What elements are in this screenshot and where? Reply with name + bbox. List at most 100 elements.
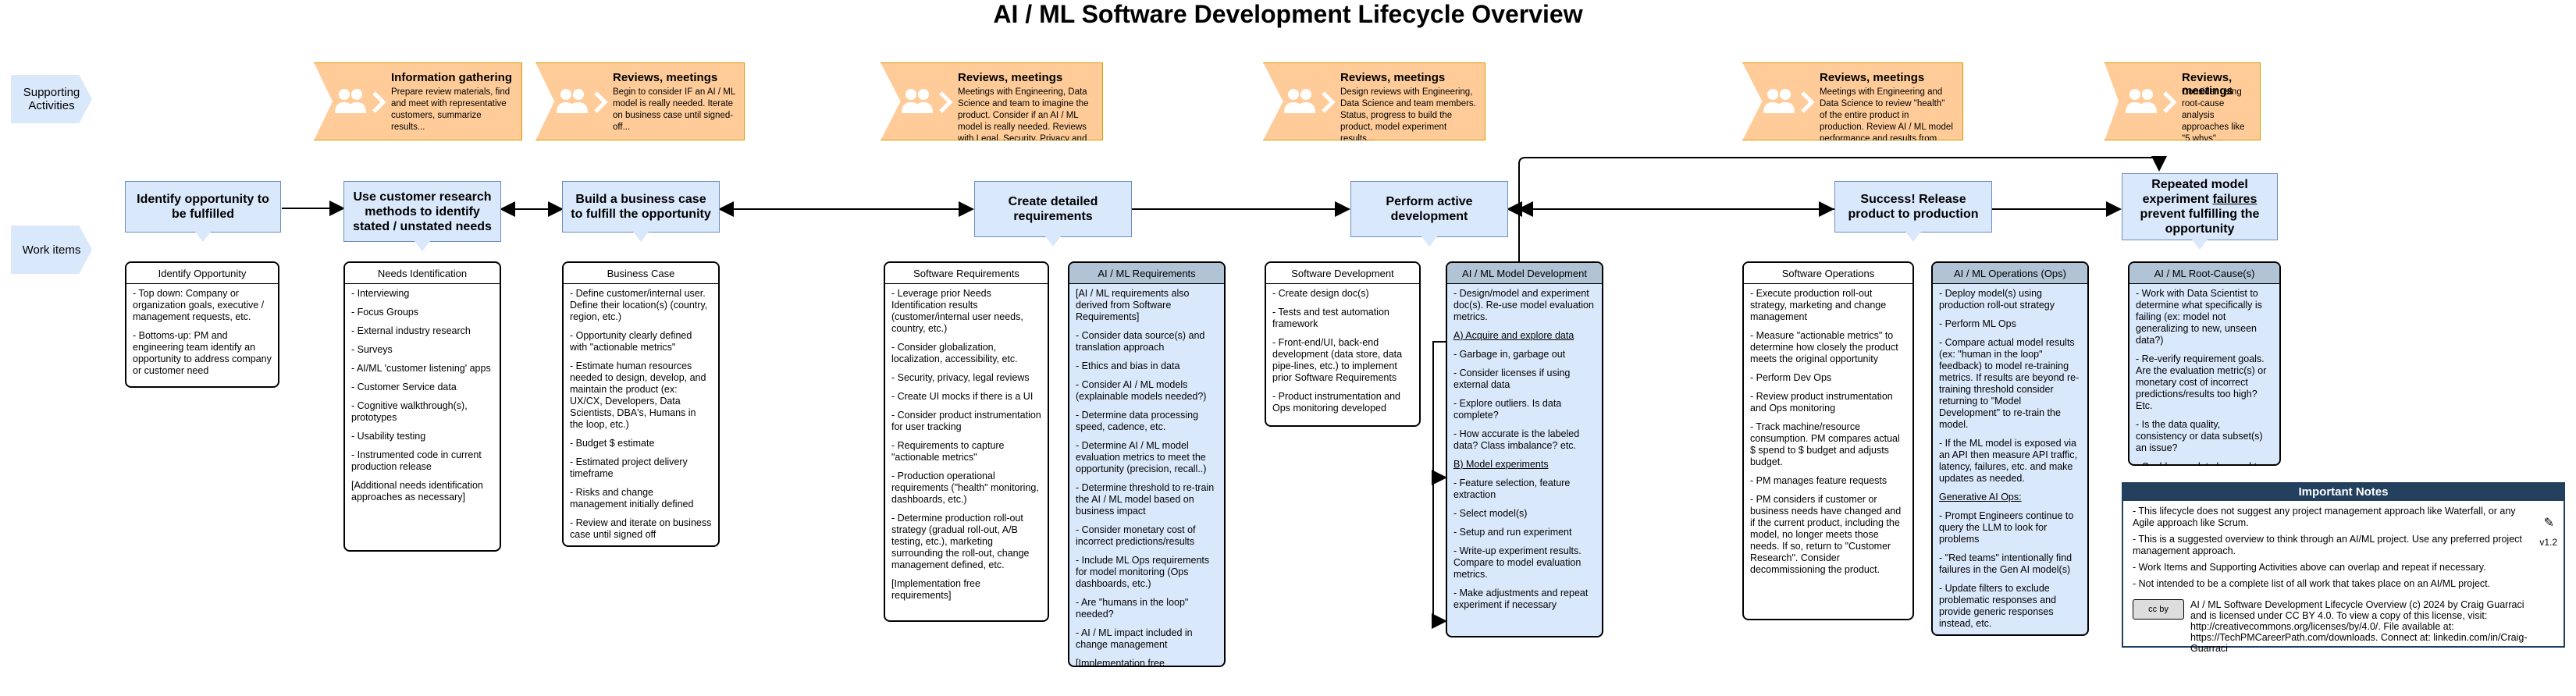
card-item: - Consider product instrumentation for u… xyxy=(891,410,1041,432)
notes-title: Important Notes xyxy=(2123,484,2564,501)
work-item-card: Business Case - Define customer/internal … xyxy=(562,261,720,547)
card-header: AI / ML Root-Cause(s) xyxy=(2129,263,2279,284)
card-item: - Create design doc(s) xyxy=(1272,288,1369,299)
activity-body: Meetings with Engineering and Data Scien… xyxy=(1820,87,1953,155)
card-item: - Determine AI / ML model evaluation met… xyxy=(1076,440,1207,474)
card-items: - Design/model and experiment doc(s). Re… xyxy=(1447,284,1602,623)
activity-title: Reviews, meetings xyxy=(958,71,1063,84)
work-item-card: AI / ML Operations (Ops) - Deploy model(s… xyxy=(1931,261,2089,636)
phase-label: Create detailed requirements xyxy=(1008,195,1098,223)
card-item: - Perform Dev Ops xyxy=(1750,372,1832,383)
arrow-loop-b xyxy=(1432,477,1447,629)
phase-callout: Repeated model experiment failures preve… xyxy=(2122,173,2278,250)
card-item: - Production operational requirements ("… xyxy=(891,471,1039,505)
card-header: Software Requirements xyxy=(885,263,1048,284)
cc-by-badge: cc by xyxy=(2133,599,2184,620)
card-item: - PM considers if customer or business n… xyxy=(1750,494,1902,575)
card-header: AI / ML Operations (Ops) xyxy=(1933,263,2087,284)
card-item: - Create UI mocks if there is a UI xyxy=(891,391,1034,402)
card-item: - Security, privacy, legal reviews xyxy=(891,372,1030,383)
card-item: - External industry research xyxy=(351,325,471,336)
card-item: - Track machine/resource consumption. PM… xyxy=(1750,421,1900,467)
card-header: AI / ML Model Development xyxy=(1447,263,1602,284)
lane-work-items: Work items xyxy=(11,225,92,274)
people-icon xyxy=(557,89,608,113)
card-item: - Consider AI / ML models (explainable m… xyxy=(1076,379,1207,402)
activity-body: Consider using root-cause analysis appro… xyxy=(2182,87,2245,144)
card-item: - Compare actual model results (ex: "hum… xyxy=(1939,337,2080,430)
card-item: - Risks and change management initially … xyxy=(570,487,694,510)
phase-label: Perform active development xyxy=(1386,195,1473,223)
work-item-card: Identify Opportunity - Top down: Company … xyxy=(125,261,279,388)
card-item: - AI / ML impact included in change mana… xyxy=(1076,627,1193,650)
card-item: - Cognitive walkthrough(s), prototypes xyxy=(351,400,468,423)
card-items: - Define customer/internal user. Define … xyxy=(564,284,718,545)
card-item: - Requirements to capture "actionable me… xyxy=(891,440,1005,463)
card-item: - Product instrumentation and Ops monito… xyxy=(1272,391,1400,414)
card-item: [Implementation free requirements] xyxy=(891,578,980,601)
phase-label: Use customer research methods to identif… xyxy=(353,190,492,233)
activity-body: Prepare review materials, find and meet … xyxy=(391,87,511,132)
card-item: - Top down: Company or organization goal… xyxy=(133,288,265,322)
work-item-card: Software Requirements - Leverage prior Ne… xyxy=(884,261,1049,622)
card-item: - Instrumented code in current productio… xyxy=(351,449,482,472)
card-items: - Leverage prior Needs Identification re… xyxy=(885,284,1048,613)
card-item: - Determine threshold to re-train the AI… xyxy=(1076,482,1215,517)
card-item: - "Red teams" intentionally find failure… xyxy=(1939,552,2073,575)
card-item: - Re-verify requirement goals. Are the e… xyxy=(2136,353,2267,411)
card-header: Business Case xyxy=(564,263,718,284)
work-item-card: AI / ML Model Development - Design/model … xyxy=(1446,261,1603,637)
card-item: - Review product instrumentation and Ops… xyxy=(1750,391,1893,414)
card-item: - Customer Service data xyxy=(351,382,457,392)
notes-list: - This lifecycle does not suggest any pr… xyxy=(2133,506,2523,590)
phase-label: Success! Release product to production xyxy=(1848,193,1979,221)
card-item: - Tests and test automation framework xyxy=(1272,307,1389,329)
activity-title: Information gathering xyxy=(391,71,512,84)
activity-title: Reviews, meetings xyxy=(613,71,718,84)
card-item: - Feature selection, feature extraction xyxy=(1453,478,1571,500)
people-icon xyxy=(902,89,953,113)
phase-callout: Use customer research methods to identif… xyxy=(343,181,501,251)
card-items: - Deploy model(s) using production roll-… xyxy=(1933,284,2087,634)
pen-icon: ✎ xyxy=(2543,517,2554,530)
card-item: - Leverage prior Needs Identification re… xyxy=(891,288,1023,334)
card-item: A) Acquire and explore data xyxy=(1453,330,1574,341)
card-item: - Interviewing xyxy=(351,288,410,299)
card-item: - Make adjustments and repeat experiment… xyxy=(1453,588,1589,610)
card-item: - Focus Groups xyxy=(351,307,419,318)
card-header: Needs Identification xyxy=(345,263,500,284)
card-item: - Bottoms-up: PM and engineering team id… xyxy=(133,330,272,376)
card-items: - Create design doc(s) - Tests and test a… xyxy=(1266,284,1419,425)
card-item: - Determine data processing speed, caden… xyxy=(1076,410,1199,432)
card-item: - Select model(s) xyxy=(1453,508,1528,519)
people-icon xyxy=(335,89,386,113)
phase-callout: Build a business case to fulfill the opp… xyxy=(562,181,720,242)
note-item: - Not intended to be a complete list of … xyxy=(2133,578,2491,589)
card-item: - Estimated project delivery timeframe xyxy=(570,456,688,479)
card-item: - Consider data source(s) and translatio… xyxy=(1076,330,1205,353)
arrow-ops-return xyxy=(1518,156,2167,261)
license-text: AI / ML Software Development Lifecycle O… xyxy=(2190,599,2528,654)
work-item-card: Needs Identification - Interviewing - Focu… xyxy=(343,261,501,552)
card-item: - Usability testing xyxy=(351,431,426,442)
phase-label: Repeated model experiment failures preve… xyxy=(2140,178,2260,236)
note-item: - Work Items and Supporting Activities a… xyxy=(2133,562,2486,573)
license-block: cc by AI / ML Software Development Lifec… xyxy=(2133,599,2539,654)
important-notes-panel: Important Notes - This lifecycle does no… xyxy=(2122,482,2565,654)
card-item: - Ethics and bias in data xyxy=(1076,360,1180,371)
phase-callout: Perform active development xyxy=(1350,181,1508,247)
card-item: - Design/model and experiment doc(s). Re… xyxy=(1453,288,1594,322)
card-item: - Deploy model(s) using production roll-… xyxy=(1939,288,2055,311)
card-header: AI / ML Requirements xyxy=(1069,263,1224,284)
card-header: Identify Opportunity xyxy=(126,263,278,284)
card-items: - Execute production roll-out strategy, … xyxy=(1744,284,1912,588)
card-item: - Define customer/internal user. Define … xyxy=(570,288,708,322)
activity-body: Meetings with Engineering, Data Science … xyxy=(958,87,1089,155)
phase-label: Build a business case to fulfill the opp… xyxy=(571,193,711,221)
card-item: - Front-end/UI, back-end development (da… xyxy=(1272,337,1403,383)
card-item: - Include ML Ops requirements for model … xyxy=(1076,555,1210,589)
